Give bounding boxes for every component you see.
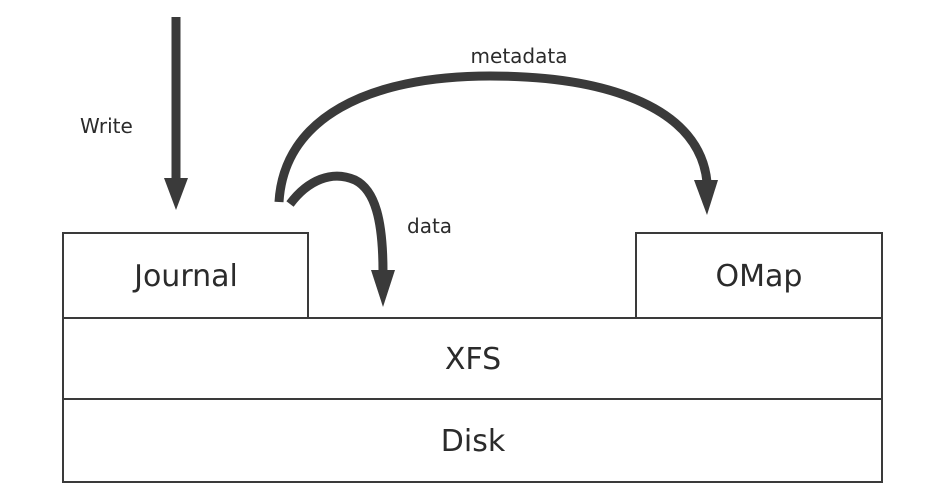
- data-label: data: [407, 214, 452, 238]
- xfs-label: XFS: [445, 342, 501, 377]
- disk-label: Disk: [441, 424, 506, 459]
- omap-box: OMap: [635, 232, 883, 319]
- omap-label: OMap: [716, 259, 803, 294]
- write-label: Write: [80, 114, 133, 138]
- xfs-box: XFS: [62, 317, 883, 400]
- data-arrow: [286, 171, 395, 307]
- metadata-arrow: [274, 71, 718, 215]
- disk-box: Disk: [62, 398, 883, 483]
- metadata-label: metadata: [471, 44, 568, 68]
- write-arrow: [164, 17, 188, 210]
- journal-label: Journal: [132, 259, 238, 294]
- journal-box: Journal: [62, 232, 309, 319]
